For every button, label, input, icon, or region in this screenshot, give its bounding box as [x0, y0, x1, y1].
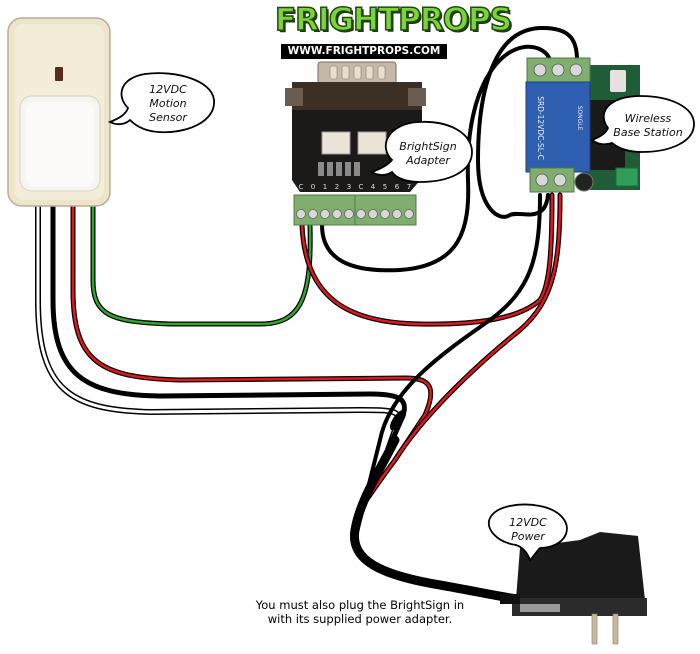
- terminal-label: 2: [335, 183, 339, 191]
- callout-wireless-base-station: Wireless Base Station: [590, 95, 695, 153]
- frightprops-logo: FRIGHTPROPS WWW.FRIGHTPROPS.COM: [274, 1, 513, 60]
- sensor-led-window: [55, 67, 63, 81]
- red-wire-power: [360, 192, 563, 508]
- footnote-line-2: with its supplied power adapter.: [267, 612, 453, 626]
- footnote: You must also plug the BrightSign in wit…: [220, 598, 500, 626]
- black-wire-sensor: [50, 202, 407, 453]
- logo-url: WWW.FRIGHTPROPS.COM: [281, 44, 447, 59]
- relay: [525, 81, 591, 173]
- motion-sensor: [7, 17, 111, 207]
- plug-prong: [612, 613, 619, 645]
- wire-splice: [389, 409, 407, 431]
- black-wire-power: [353, 193, 542, 542]
- red-wire-sensor: [70, 202, 434, 463]
- terminal-label: 1: [323, 183, 327, 191]
- callout-power: 12VDC Power: [487, 503, 568, 562]
- callout-line: 12VDC: [509, 516, 547, 529]
- power-adapter: [500, 532, 647, 645]
- footnote-line-1: You must also plug the BrightSign in: [255, 598, 465, 612]
- callout-line: Adapter: [405, 154, 451, 167]
- terminal-label: 0: [311, 183, 315, 191]
- callout-line: Base Station: [613, 126, 682, 139]
- relay-brand: SONGLE: [576, 106, 583, 131]
- adapter-terminal-labels: C 0 1 2 3 C 4 5 6 7: [299, 183, 412, 191]
- callout-motion-sensor: 12VDC Motion Sensor: [107, 72, 215, 134]
- callout-brightsign-adapter: BrightSign Adapter: [370, 121, 473, 183]
- callout-line: Motion: [149, 97, 186, 110]
- terminal-label: C: [359, 183, 364, 191]
- callout-line: BrightSign: [399, 140, 456, 153]
- plug-prong: [591, 613, 598, 645]
- black-wire-adapter: [320, 44, 552, 273]
- callout-line: Power: [511, 530, 546, 543]
- green-wire: [90, 202, 313, 327]
- terminal-label: 4: [371, 183, 376, 191]
- terminal-label: 3: [347, 183, 351, 191]
- callout-line: Wireless: [625, 112, 672, 125]
- power-cable: [349, 435, 530, 605]
- wires: [35, 25, 579, 605]
- black-wire-relay-loop: [476, 25, 579, 219]
- relay-label: SRD-12VDC-SL-C: [536, 96, 545, 160]
- terminal-label: 5: [383, 183, 387, 191]
- terminal-label: C: [299, 183, 304, 191]
- terminal-label: 7: [407, 183, 411, 191]
- callout-line: Sensor: [149, 111, 188, 124]
- logo-title: FRIGHTPROPS: [274, 1, 513, 39]
- terminal-label: 6: [395, 183, 400, 191]
- callout-line: 12VDC: [149, 83, 187, 96]
